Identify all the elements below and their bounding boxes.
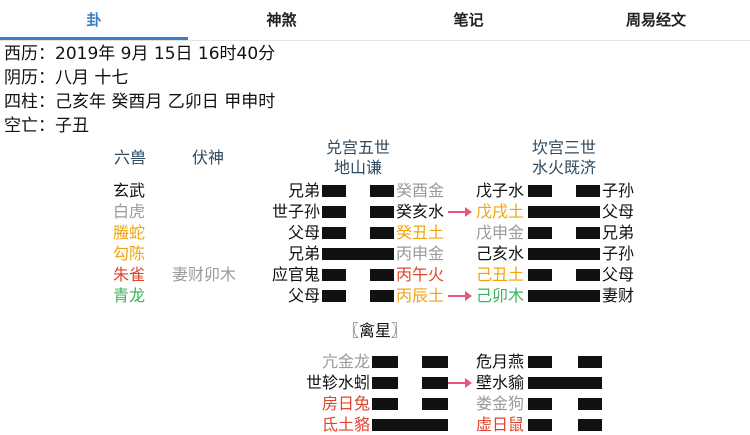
moving-line-arrow-2 [448,291,472,301]
main-line-4-solid [322,248,394,260]
changed-relation-3: 兄弟 [602,223,635,242]
beast-qinglong: 青龙 [113,286,146,305]
star-left-line-2-right [422,377,448,389]
main-najia-2: 癸亥水 [396,202,445,221]
hidden-god-value: 妻财卯木 [172,265,237,284]
tab-notes[interactable]: 笔记 [453,11,484,29]
star-left-line-3-left [372,398,398,410]
changed-najia-4: 己亥水 [476,244,525,263]
star-left-4: 氐土貉 [321,415,370,434]
changed-najia-6: 己卯木 [476,286,525,305]
changed-relation-1: 子孙 [602,181,635,200]
main-hexagram-name: 地山谦 [333,158,382,177]
main-line-2-left [322,206,346,218]
main-najia-3: 癸丑土 [396,223,445,242]
star-left-1: 亢金龙 [321,352,370,371]
changed-relation-5: 父母 [602,265,635,284]
star-left-line-4-solid [372,419,448,431]
tab-shensha[interactable]: 神煞 [266,11,297,29]
main-line-6-left [322,290,346,302]
changed-line-3-right [576,227,600,239]
solar-date: 西历：2019年 9月 15日 16时40分 [4,44,276,64]
changed-najia-3: 戊申金 [476,223,525,242]
main-najia-1: 癸酉金 [396,181,445,200]
changed-relation-4: 子孙 [602,244,635,263]
star-right-3: 娄金狗 [476,394,525,413]
hidden-god-header: 伏神 [191,148,224,167]
changed-palace-label: 坎宫三世 [531,138,596,157]
main-line-5-left [322,269,346,281]
beast-baihu: 白虎 [113,202,146,221]
moving-line-arrow-1 [448,207,472,217]
star-left-line-1-right [422,356,448,368]
changed-relation-2: 父母 [602,202,635,221]
star-right-line-3-left [528,398,552,410]
void-branches: 空亡：子丑 [4,116,89,136]
star-left-line-2-left [372,377,398,389]
main-relation-5: 应官鬼 [271,265,320,284]
changed-najia-5: 己丑土 [476,265,525,284]
main-line-6-right [370,290,394,302]
changed-hexagram-name: 水火既济 [531,158,596,177]
beast-tengshe: 螣蛇 [113,223,146,242]
star-moving-arrow [448,378,472,388]
star-left-line-1-left [372,356,398,368]
changed-najia-1: 戊子水 [476,181,525,200]
star-right-2: 壁水貐 [476,373,525,392]
star-right-4: 虚日鼠 [476,415,525,434]
star-right-line-3-right [578,398,602,410]
changed-line-2-solid [528,206,600,218]
main-najia-6: 丙辰土 [396,286,445,305]
star-right-1: 危月燕 [476,352,525,371]
main-relation-1: 兄弟 [287,181,320,200]
main-palace-label: 兑宫五世 [325,138,390,157]
four-pillars: 四柱：己亥年 癸酉月 乙卯日 甲申时 [4,92,276,112]
changed-line-5-left [528,269,552,281]
changed-line-1-left [528,185,552,197]
main-najia-4: 丙申金 [396,244,445,263]
main-relation-3: 父母 [287,223,320,242]
star-left-3: 房日兔 [321,394,370,413]
beast-xuanwu: 玄武 [113,181,146,200]
main-najia-5: 丙午火 [396,265,445,284]
star-right-line-4-right [578,419,602,431]
changed-line-3-left [528,227,552,239]
main-line-1-left [322,185,346,197]
tab-zhouyi-text[interactable]: 周易经文 [625,11,686,29]
tab-gua[interactable]: 卦 [86,11,102,29]
main-line-3-right [370,227,394,239]
main-line-3-left [322,227,346,239]
main-line-5-right [370,269,394,281]
star-right-line-4-left [528,419,552,431]
changed-line-4-solid [528,248,600,260]
changed-relation-6: 妻财 [602,286,635,305]
tab-bar: 卦 神煞 笔记 周易经文 [0,0,750,41]
star-right-line-1-right [578,356,602,368]
active-tab-indicator [0,37,188,40]
star-left-line-3-right [422,398,448,410]
main-line-1-right [370,185,394,197]
lunar-date: 阴历：八月 十七 [4,68,129,88]
main-relation-4: 兄弟 [287,244,320,263]
beast-zhuque: 朱雀 [113,265,146,284]
six-beasts-header: 六兽 [113,148,146,167]
changed-najia-2: 戊戌土 [476,202,525,221]
main-line-2-right [370,206,394,218]
beast-gouchen: 勾陈 [113,244,146,263]
main-relation-6: 父母 [287,286,320,305]
main-relation-2: 世子孙 [271,202,320,221]
star-left-2: 世轸水蚓 [305,373,370,392]
changed-line-5-right [576,269,600,281]
changed-line-6-solid [528,290,600,302]
star-right-line-2-solid [528,377,602,389]
changed-line-1-right [576,185,600,197]
star-section-title: 〖禽星〗 [342,321,407,340]
star-right-line-1-left [528,356,552,368]
